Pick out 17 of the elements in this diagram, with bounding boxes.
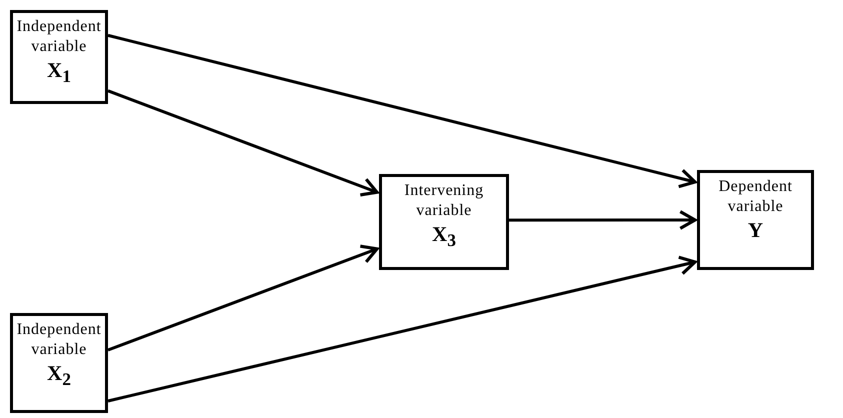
variable-box: [10, 10, 108, 104]
variable-name: Dependent variable: [718, 177, 794, 217]
variable-symbol: X$_{1}$: [47, 57, 71, 88]
variable-box: [379, 174, 509, 270]
variable-name: Independent variable: [16, 17, 102, 57]
variable-box: [697, 170, 814, 270]
variable-symbol: X$_{3}$: [432, 221, 456, 252]
variable-symbol: X$_{2}$: [47, 360, 71, 392]
variable-name: Independent variable: [16, 320, 102, 360]
arrow: [509, 210, 697, 230]
arrow: [108, 34, 697, 188]
arrow: [108, 256, 697, 402]
variable-symbol: Y: [748, 217, 764, 243]
variable-name: Intervening variable: [403, 181, 485, 221]
variable-box: [10, 313, 108, 413]
arrow: [107, 89, 379, 196]
arrow: [107, 244, 379, 352]
